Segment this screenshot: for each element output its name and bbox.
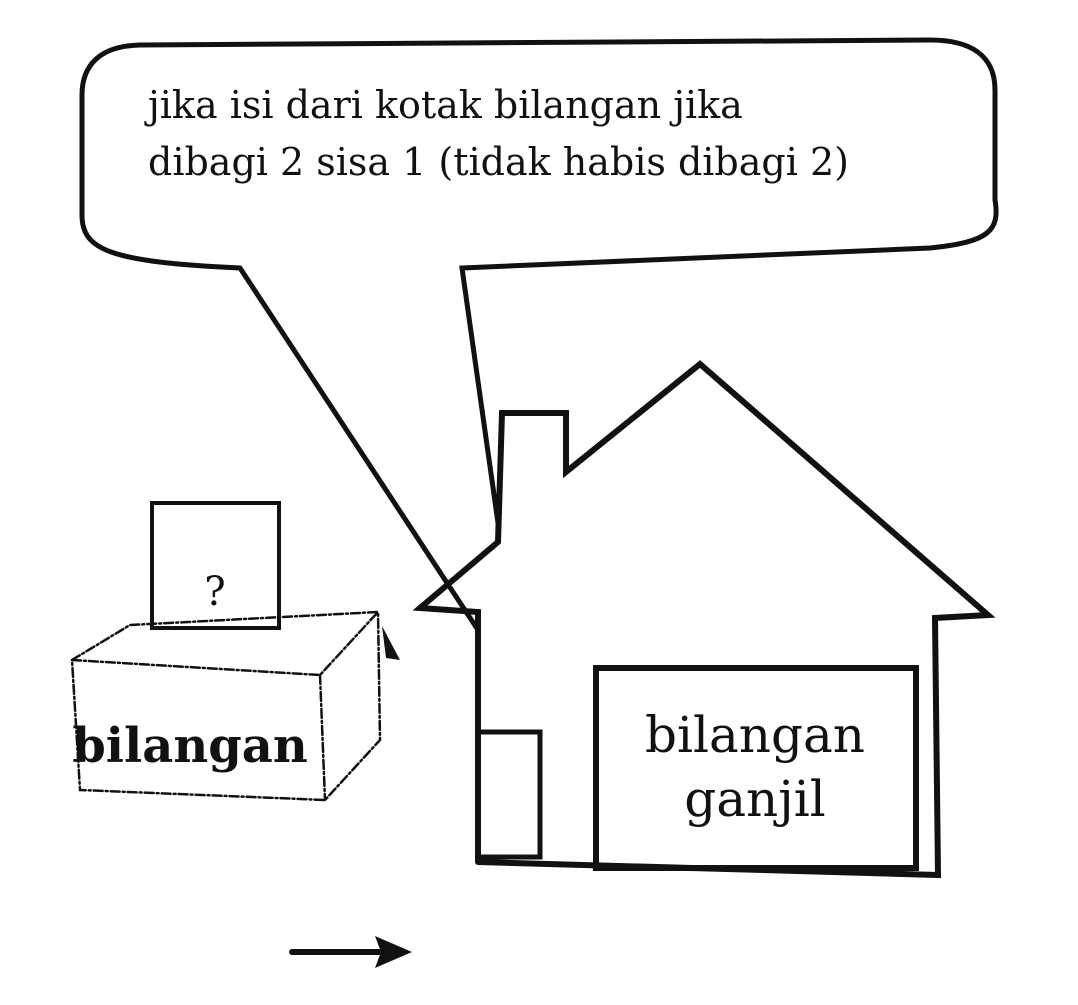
house-label-panel xyxy=(593,665,919,871)
number-box: ? bilangan xyxy=(70,501,400,802)
number-box-label: bilangan xyxy=(72,718,308,774)
number-box-outline xyxy=(70,610,382,802)
question-mark: ? xyxy=(204,569,225,615)
number-box-edge-accent xyxy=(382,626,400,660)
bubble-text-line2: dibagi 2 sisa 1 (tidak habis dibagi 2) xyxy=(148,140,849,184)
house-label-line1: bilangan xyxy=(645,706,865,764)
house: bilangan ganjil xyxy=(412,360,996,879)
house-outline xyxy=(412,360,996,879)
arrow-right-icon xyxy=(289,936,412,968)
question-card xyxy=(150,501,281,630)
speech-bubble: jika isi dari kotak bilangan jika dibagi… xyxy=(79,37,999,633)
arrow-head xyxy=(375,936,412,968)
house-label-line2: ganjil xyxy=(684,770,826,828)
house-door xyxy=(475,729,543,860)
speech-bubble-outline xyxy=(79,37,999,633)
bubble-text-line1: jika isi dari kotak bilangan jika xyxy=(144,83,743,127)
